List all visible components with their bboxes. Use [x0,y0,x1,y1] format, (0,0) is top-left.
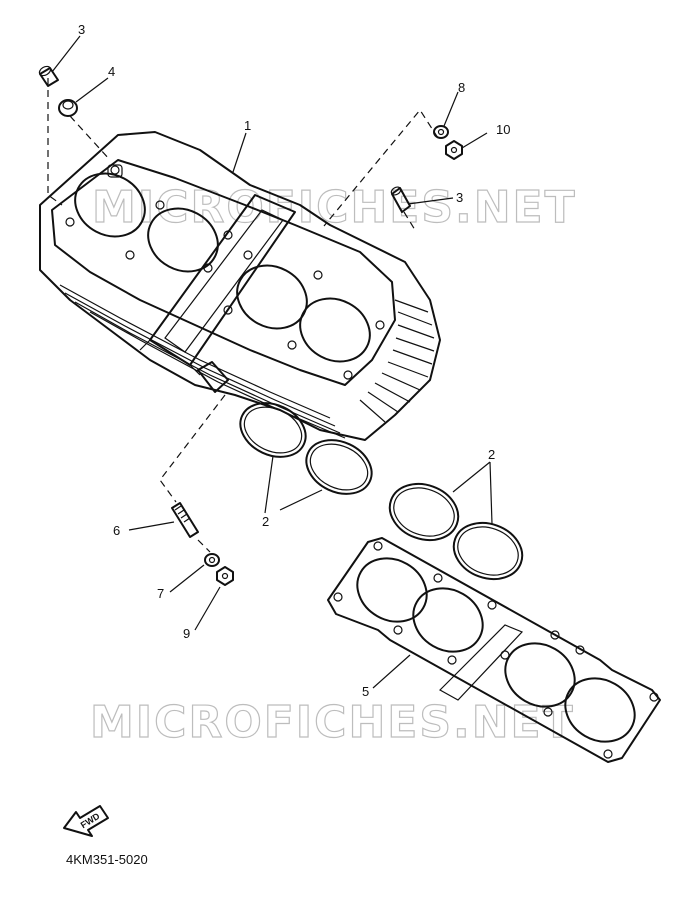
callout-10: 10 [496,122,510,137]
cylinder-gasket-5 [327,537,661,763]
callout-2-right: 2 [488,447,495,462]
fwd-label: FWD [79,811,102,831]
callout-8: 8 [458,80,465,95]
watermark-bottom: MICROFICHES.NET [90,697,575,748]
watermark-top: MICROFICHES.NET [92,182,577,233]
diagram-part-number: 4KM351-5020 [66,852,148,867]
callout-4: 4 [108,64,115,79]
callout-1: 1 [244,118,251,133]
fwd-arrow-icon: FWD [63,805,109,837]
washer-7 [204,553,220,567]
cylinder-block [39,131,441,441]
o-ring-set-2-right [388,482,524,581]
nut-9 [216,566,234,586]
callout-3-top: 3 [78,22,85,37]
washer-8 [433,125,449,139]
callout-3-right: 3 [456,190,463,205]
dowel-pin-3-top [38,65,59,87]
collar-4 [58,99,78,117]
callout-2-left: 2 [262,514,269,529]
o-ring-set-2-left [239,402,373,495]
dowel-pin-3-right [390,186,411,213]
callout-5: 5 [362,684,369,699]
callout-6: 6 [113,523,120,538]
callout-7: 7 [157,586,164,601]
leader-lines [47,35,493,689]
callout-9: 9 [183,626,190,641]
stud-bolt-6 [171,502,199,538]
nut-10 [445,140,463,160]
